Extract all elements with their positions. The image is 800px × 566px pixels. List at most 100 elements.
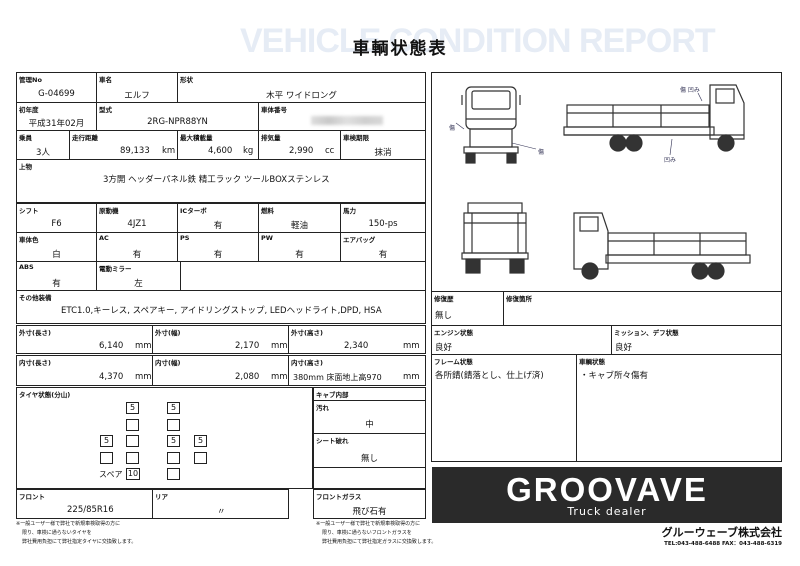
- abs-cell: ABS 有: [16, 261, 97, 291]
- kanri-no-label: 管理No: [19, 76, 42, 84]
- frame-cell: フレーム状態 各所錆(錆落とし、仕上げ済): [431, 354, 577, 462]
- tire-note-line: 限り、車検に通らないタイヤを: [22, 530, 92, 536]
- ic-turbo-label: ICターボ: [180, 207, 207, 215]
- dealer-logo-text: GROOVAVE: [506, 471, 708, 508]
- naisun-h-label: 内寸(高さ): [291, 359, 323, 367]
- abs-label: ABS: [19, 263, 34, 271]
- tire-cell: タイヤ状態(分山) 5 5 5 5 5 スペア 10: [16, 387, 313, 489]
- rear-tire-cell: リア 〃: [152, 489, 289, 519]
- cab-label: キャブ内部: [316, 391, 349, 399]
- repair-parts-label: 修復箇所: [506, 295, 532, 303]
- tire-slot-empty: [100, 452, 113, 464]
- gaisun-l-value: 6,140: [99, 341, 124, 351]
- gaisun-w-value: 2,170: [235, 341, 260, 351]
- sonota-cell: その他装備 ETC1.0,キーレス, スペアキー, アイドリングストップ, LE…: [16, 290, 426, 324]
- dealer-tagline: Truck dealer: [567, 505, 647, 518]
- cabin-value: ・キャブ所々傷有: [580, 371, 649, 381]
- front-tire-value: 225/85R16: [67, 505, 114, 515]
- soko-value: 89,133: [120, 146, 150, 156]
- shatai-iro-cell: 車体色 白: [16, 232, 97, 262]
- front-glass-cell: フロントガラス 飛び石有: [313, 489, 426, 519]
- front-tire-cell: フロント 225/85R16: [16, 489, 153, 519]
- tire-rear-3: 5: [167, 435, 180, 447]
- glass-note-line: ※一般ユーザー様で弊社で新規車検取得の方に: [316, 521, 421, 527]
- pw-value: 有: [295, 250, 304, 260]
- front-glass-value: 飛び石有: [352, 507, 387, 517]
- tire-slot-empty: [126, 419, 139, 431]
- katashiki-label: 型式: [99, 106, 112, 114]
- soko-cell: 走行距離 89,133 km: [69, 130, 178, 160]
- ps-value: 有: [213, 250, 223, 260]
- gaisun-l-label: 外寸(長さ): [19, 329, 51, 337]
- naisun-h-unit: mm: [403, 372, 420, 382]
- repair-history-value: 無し: [435, 311, 453, 321]
- kanri-no-value: G-04699: [38, 89, 75, 99]
- glass-note: ※一般ユーザー様で弊社で新規車検取得の方に 限り、車検に通らないフロントガラスを…: [316, 520, 436, 547]
- truck-side-view-icon: [563, 84, 745, 152]
- diagram-label-kizu-1: 傷: [449, 125, 456, 132]
- naisun-h-cell: 内寸(高さ) 380mm 床面地上高970 mm: [288, 355, 426, 386]
- ic-turbo-value: 有: [213, 221, 223, 231]
- engine-cell: エンジン状態 良好: [431, 325, 612, 355]
- jouin-label: 乗員: [19, 134, 32, 142]
- dealer-tel: TEL:043-488-6488 FAX：043-488-6319: [664, 541, 782, 547]
- truck-rear-view-icon: [461, 202, 529, 274]
- report-watermark: VEHICLE CONDITION REPORT: [240, 22, 716, 60]
- gaisun-h-cell: 外寸(高さ) 2,340 mm: [288, 325, 426, 354]
- shonendo-cell: 初年度 平成31年02月: [16, 102, 97, 131]
- shift-label: シフト: [19, 207, 39, 215]
- truck-side-view-2-icon: [573, 212, 751, 280]
- airbag-label: エアバッグ: [343, 236, 376, 244]
- diagram-label-hekomi: 凹み: [664, 157, 677, 164]
- bariki-label: 馬力: [343, 207, 356, 215]
- shamei-value: エルフ: [124, 91, 150, 101]
- shaken-value: 抹消: [374, 148, 392, 158]
- gendoki-cell: 原動機 4JZ1: [96, 203, 178, 233]
- naisun-l-cell: 内寸(長さ) 4,370 mm: [16, 355, 153, 386]
- naisun-w-cell: 内寸(幅) 2,080 mm: [152, 355, 289, 386]
- front-tire-label: フロント: [19, 493, 45, 501]
- abs-value: 有: [52, 279, 61, 289]
- haikiryo-cell: 排気量 2,990 cc: [258, 130, 341, 160]
- dendo-mirror-label: 電動ミラー: [99, 265, 132, 273]
- tire-label: タイヤ状態(分山): [19, 391, 71, 399]
- shadai-label: 車体番号: [261, 106, 287, 114]
- dealer-logo: GROOVAVE Truck dealer: [432, 467, 782, 523]
- diagram-label-kizu-2: 傷: [538, 149, 545, 156]
- shonendo-label: 初年度: [19, 106, 39, 114]
- dealer-company-name: グルーウェーブ株式会社: [661, 526, 782, 539]
- keijo-value: 木平 ワイドロング: [266, 91, 337, 101]
- gaisun-w-label: 外寸(幅): [155, 329, 181, 337]
- tire-slot-empty: [167, 468, 180, 480]
- naisun-w-value: 2,080: [235, 372, 260, 382]
- shatai-iro-value: 白: [52, 250, 61, 260]
- haikiryo-unit: cc: [325, 146, 335, 156]
- repair-history-label: 修復歴: [434, 295, 454, 303]
- frame-value: 各所錆(錆落とし、仕上げ済): [435, 371, 544, 381]
- frame-label: フレーム状態: [434, 358, 473, 366]
- cab-stain-cell: 汚れ 中: [313, 400, 426, 434]
- nenryo-value: 軽油: [290, 221, 308, 231]
- ac-label: AC: [99, 234, 109, 242]
- soko-label: 走行距離: [72, 134, 98, 142]
- uwamono-value: 3方開 ヘッダーパネル鉄 精工ラック ツールBOXステンレス: [103, 175, 330, 185]
- shonendo-value: 平成31年02月: [28, 119, 85, 129]
- pw-cell: PW 有: [258, 232, 341, 262]
- naisun-l-label: 内寸(長さ): [19, 359, 51, 367]
- soko-unit: km: [162, 146, 176, 156]
- keijo-label: 形状: [180, 76, 193, 84]
- shadai-value-redacted: [311, 116, 383, 125]
- tire-spare-label: スペア: [99, 470, 123, 479]
- glass-note-line: 限り、車検に通らないフロントガラスを: [322, 530, 412, 536]
- haikiryo-label: 排気量: [261, 134, 281, 142]
- tire-slot-empty: [194, 452, 207, 464]
- shift-cell: シフト F6: [16, 203, 97, 233]
- tire-slot-empty: [167, 452, 180, 464]
- naisun-l-value: 4,370: [99, 372, 124, 382]
- tire-slot-empty: [167, 419, 180, 431]
- truck-front-view-icon: [461, 86, 521, 164]
- ps-label: PS: [180, 234, 190, 242]
- tire-rear-2: [126, 435, 139, 447]
- airbag-cell: エアバッグ 有: [340, 232, 426, 262]
- naisun-w-label: 内寸(幅): [155, 359, 181, 367]
